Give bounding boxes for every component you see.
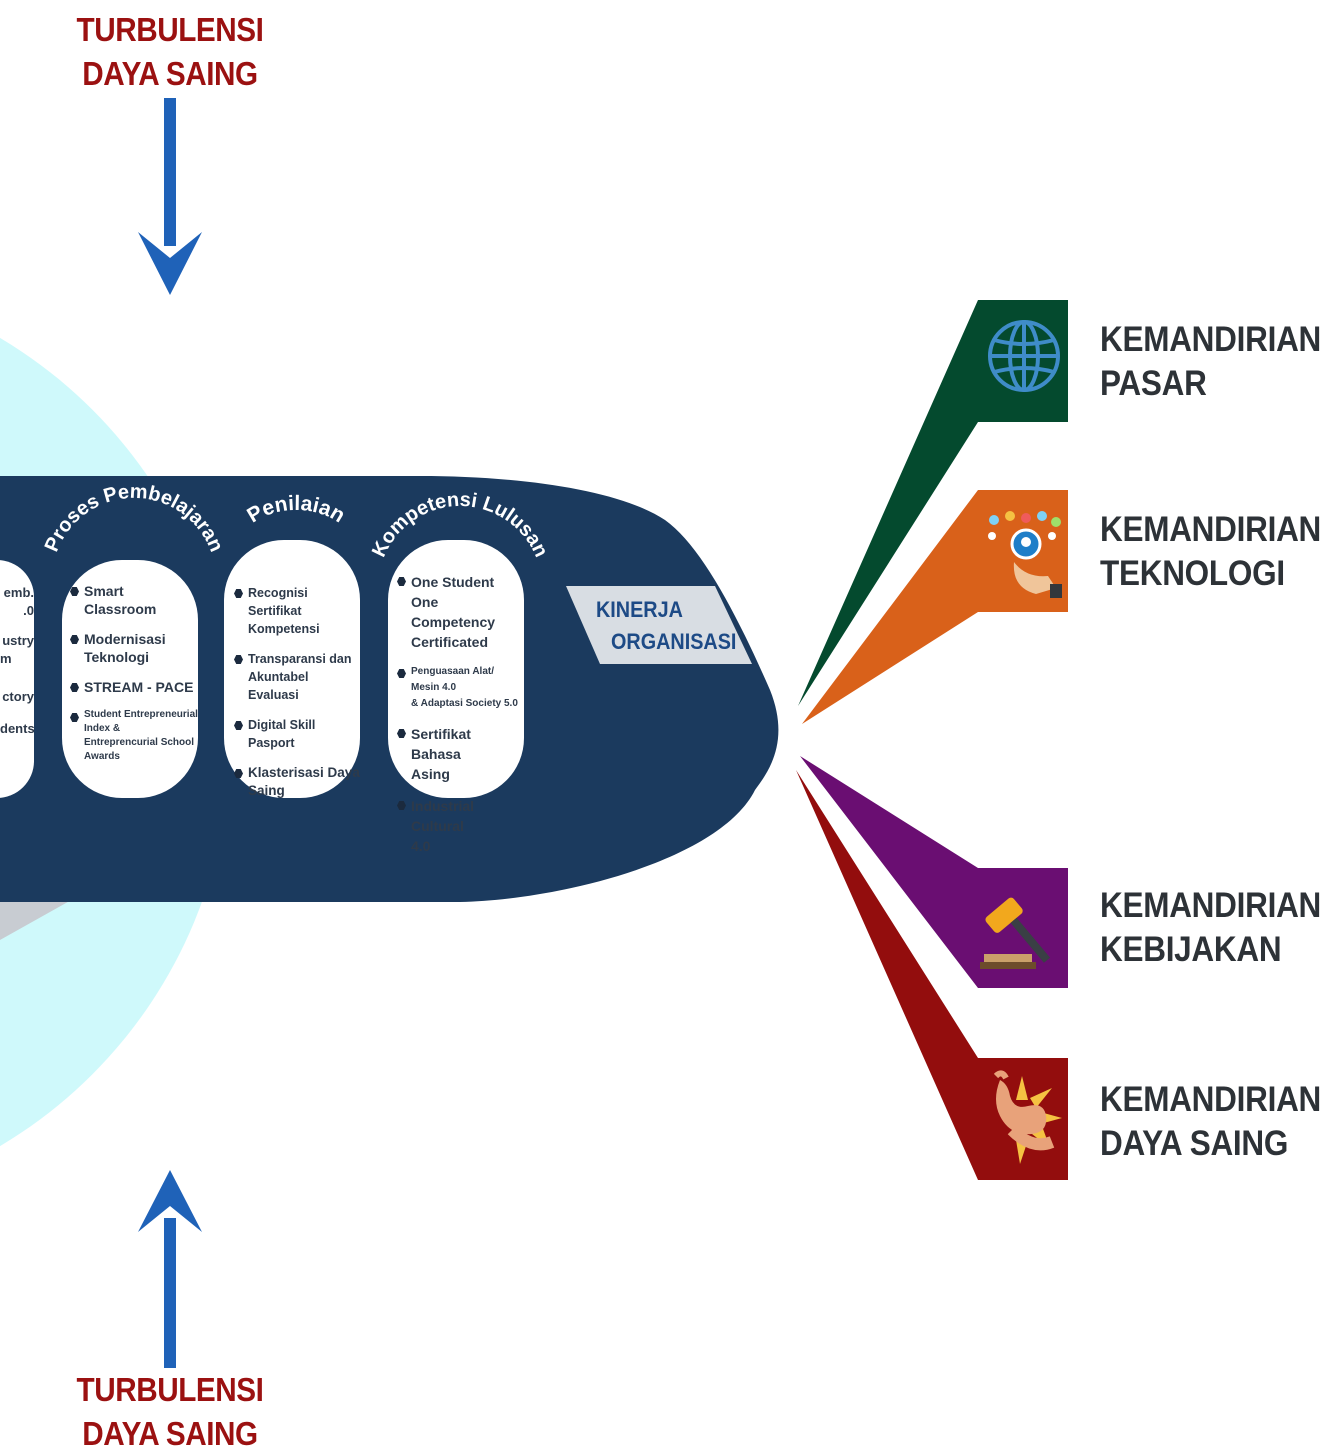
partial-item: ctory xyxy=(2,689,34,704)
outcome-teknologi-line1: KEMANDIRIAN xyxy=(1100,510,1320,549)
outcome-pasar-line2: PASAR xyxy=(1100,364,1207,403)
arrow-down xyxy=(138,98,202,295)
flexed-arm-icon xyxy=(993,1070,1062,1164)
outcome-label-teknologi: KEMANDIRIAN TEKNOLOGI xyxy=(1100,508,1320,596)
list-item: STREAM - PACE xyxy=(68,678,198,696)
turbulence-top-line2: DAYA SAING xyxy=(82,55,258,92)
turbulence-top-line1: TURBULENSI xyxy=(76,11,264,48)
outcome-label-kebijakan: KEMANDIRIAN KEBIJAKAN xyxy=(1100,884,1320,972)
outcome-pasar-line1: KEMANDIRIAN xyxy=(1100,320,1320,359)
list-item: Penguasaan Alat/Mesin 4.0& Adaptasi Soci… xyxy=(395,664,523,712)
outcome-kebijakan-line1: KEMANDIRIAN xyxy=(1100,886,1320,925)
turbulence-label-bottom: TURBULENSI DAYA SAING xyxy=(62,1368,278,1456)
kinerja-line2: ORGANISASI xyxy=(611,629,737,654)
beam-pasar xyxy=(798,300,1068,706)
turbulence-bottom-line2: DAYA SAING xyxy=(82,1415,258,1452)
turbulence-label-top: TURBULENSI DAYA SAING xyxy=(62,8,278,96)
gavel-icon xyxy=(980,897,1051,969)
outcome-label-daya-saing: KEMANDIRIAN DAYA SAING xyxy=(1100,1078,1320,1166)
beam-teknologi xyxy=(802,490,1068,724)
list-item: Smart Classroom xyxy=(68,582,198,618)
globe-icon xyxy=(988,320,1060,392)
partial-item: .0 xyxy=(23,603,34,618)
partial-pill-text: emb. .0 ustry m ctory dents xyxy=(0,584,34,738)
outcome-teknologi-line2: TEKNOLOGI xyxy=(1100,554,1285,593)
beam-daya-saing xyxy=(796,770,1068,1180)
outcome-daya-saing-line1: KEMANDIRIAN xyxy=(1100,1080,1320,1119)
kinerja-line1: KINERJA xyxy=(596,597,683,622)
technology-hand-icon xyxy=(988,511,1062,598)
outcome-label-pasar: KEMANDIRIAN PASAR xyxy=(1100,318,1320,406)
partial-item: ustry xyxy=(2,633,34,648)
beam-kebijakan xyxy=(800,756,1068,988)
kinerja-tag-shape xyxy=(566,586,752,664)
partial-item: m xyxy=(0,651,12,666)
partial-pill xyxy=(0,560,34,798)
partial-item: dents xyxy=(0,721,34,736)
partial-item: emb. xyxy=(3,585,34,600)
outcome-kebijakan-line2: KEBIJAKAN xyxy=(1100,930,1282,969)
outcome-daya-saing-line2: DAYA SAING xyxy=(1100,1124,1289,1163)
list-item: Digital Skill Pasport xyxy=(232,716,360,752)
turbulence-bottom-line1: TURBULENSI xyxy=(76,1371,264,1408)
arrow-up xyxy=(138,1170,202,1368)
